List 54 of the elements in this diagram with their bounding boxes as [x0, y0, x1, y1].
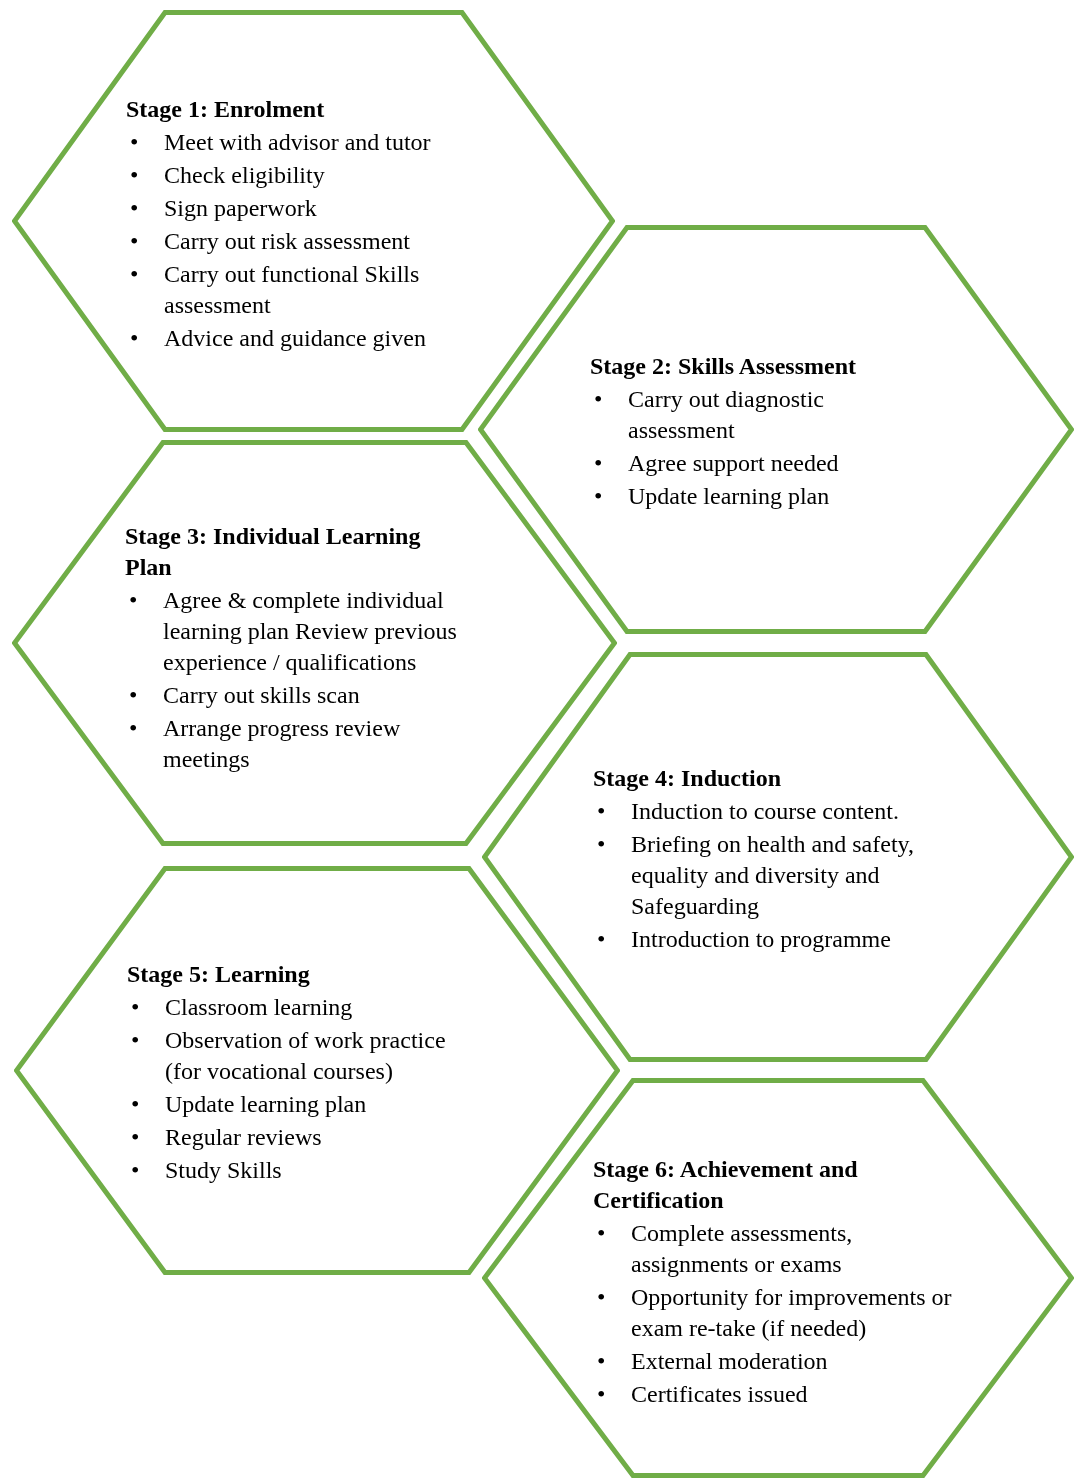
bullet-item: Arrange progress review meetings — [163, 714, 402, 774]
stage-heading: Stage 2: Skills Assessment — [590, 352, 858, 381]
bullet-marker: • — [596, 830, 607, 859]
bullet-marker: • — [596, 1283, 607, 1312]
bullet-item: Carry out skills scan — [163, 681, 361, 710]
bullet-item: External moderation — [631, 1347, 829, 1376]
bullet-item: Observation of work practice (for vocational courses) — [165, 1026, 447, 1086]
stage-heading: Stage 4: Induction — [593, 764, 783, 793]
bullet-item: Classroom learning — [165, 993, 354, 1022]
bullet-marker: • — [128, 586, 139, 615]
bullet-marker: • — [593, 449, 604, 478]
bullet-marker: • — [129, 324, 140, 353]
bullet-item: Certificates issued — [631, 1380, 809, 1409]
stage-heading: Stage 6: Achievement and Certification — [593, 1155, 859, 1215]
bullet-marker: • — [596, 1347, 607, 1376]
bullet-marker: • — [129, 260, 140, 289]
bullet-item: Carry out risk assessment — [164, 227, 411, 256]
bullet-marker: • — [596, 1219, 607, 1248]
bullet-item: Meet with advisor and tutor — [164, 128, 432, 157]
bullet-item: Check eligibility — [164, 161, 326, 190]
bullet-marker: • — [129, 227, 140, 256]
bullet-marker: • — [596, 797, 607, 826]
bullet-item: Agree & complete individual learning plan Review previous experience / qualifications — [163, 586, 458, 677]
bullet-item: Briefing on health and safety, equality and diversity and Safeguarding — [631, 830, 916, 921]
stage-heading: Stage 3: Individual Learning Plan — [125, 522, 422, 582]
stage-heading: Stage 5: Learning — [127, 960, 311, 989]
bullet-item: Opportunity for improvements or exam re-take (if needed) — [631, 1283, 953, 1343]
bullet-marker: • — [128, 714, 139, 743]
bullet-marker: • — [593, 385, 604, 414]
bullet-marker: • — [129, 161, 140, 190]
bullet-marker: • — [130, 1090, 141, 1119]
bullet-marker: • — [596, 925, 607, 954]
bullet-item: Update learning plan — [165, 1090, 368, 1119]
bullet-marker: • — [130, 1156, 141, 1185]
bullet-item: Agree support needed — [628, 449, 840, 478]
bullet-item: Introduction to programme — [631, 925, 892, 954]
bullet-marker: • — [128, 681, 139, 710]
bullet-item: Update learning plan — [628, 482, 831, 511]
bullet-item: Complete assessments, assignments or exams — [631, 1219, 854, 1279]
stage-heading: Stage 1: Enrolment — [126, 95, 326, 124]
bullet-marker: • — [593, 482, 604, 511]
bullet-item: Regular reviews — [165, 1123, 323, 1152]
bullet-marker: • — [596, 1380, 607, 1409]
bullet-item: Carry out functional Skills assessment — [164, 260, 421, 320]
bullet-item: Study Skills — [165, 1156, 283, 1185]
bullet-marker: • — [130, 993, 141, 1022]
bullet-item: Induction to course content. — [631, 797, 900, 826]
bullet-marker: • — [129, 128, 140, 157]
bullet-marker: • — [129, 194, 140, 223]
bullet-marker: • — [130, 1026, 141, 1055]
bullet-item: Carry out diagnostic assessment — [628, 385, 825, 445]
bullet-item: Sign paperwork — [164, 194, 318, 223]
bullet-marker: • — [130, 1123, 141, 1152]
bullet-item: Advice and guidance given — [164, 324, 427, 353]
